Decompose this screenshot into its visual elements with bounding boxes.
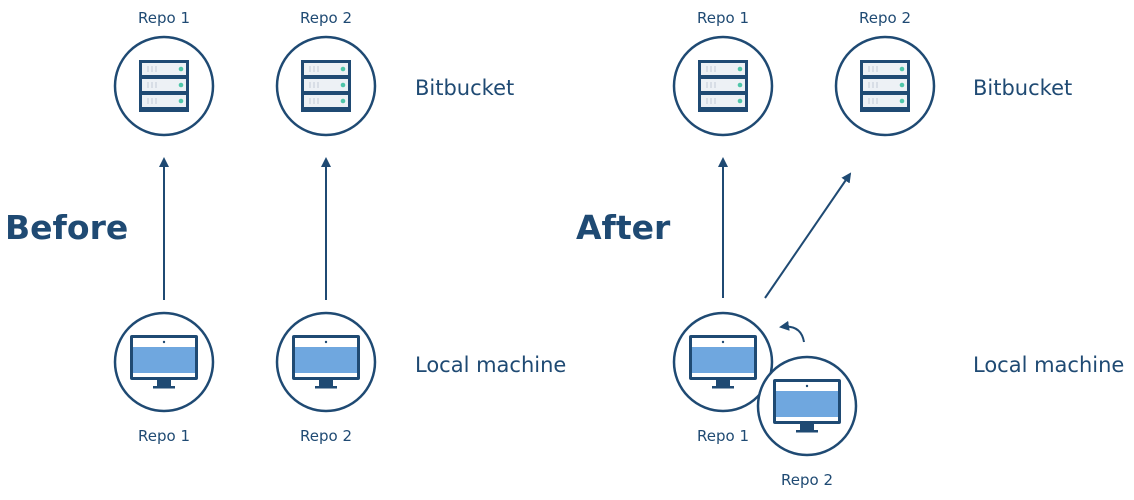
computer-icon [672, 311, 774, 413]
server-icon [834, 35, 936, 137]
arrow-diagonal-icon [764, 172, 852, 299]
after-remote-repo-2-label: Repo 2 [859, 9, 911, 27]
computer-icon [756, 355, 858, 457]
after-local-repo-2-label: Repo 2 [781, 471, 833, 489]
curved-arrow-icon [779, 320, 805, 343]
computer-icon [275, 311, 377, 413]
before-remote-repo-2-label: Repo 2 [300, 9, 352, 27]
before-bitbucket-label: Bitbucket [415, 76, 514, 100]
after-section: After Repo 1 Repo 2 Bitbucket Local mach… [576, 9, 1124, 489]
server-icon [275, 35, 377, 137]
after-remote-repo-1-label: Repo 1 [697, 9, 749, 27]
before-local-repo-1-label: Repo 1 [138, 427, 190, 445]
before-local-repo-2-label: Repo 2 [300, 427, 352, 445]
server-icon [672, 35, 774, 137]
before-remote-repo-1-label: Repo 1 [138, 9, 190, 27]
before-local-machine-label: Local machine [415, 353, 566, 377]
after-bitbucket-label: Bitbucket [973, 76, 1072, 100]
server-icon [113, 35, 215, 137]
before-section: Before Repo 1 Repo 2 Bitbucket Local mac… [5, 9, 566, 445]
after-title: After [576, 208, 671, 247]
after-local-machine-label: Local machine [973, 353, 1124, 377]
before-title: Before [5, 208, 128, 247]
after-local-repo-1-label: Repo 1 [697, 427, 749, 445]
computer-icon [113, 311, 215, 413]
